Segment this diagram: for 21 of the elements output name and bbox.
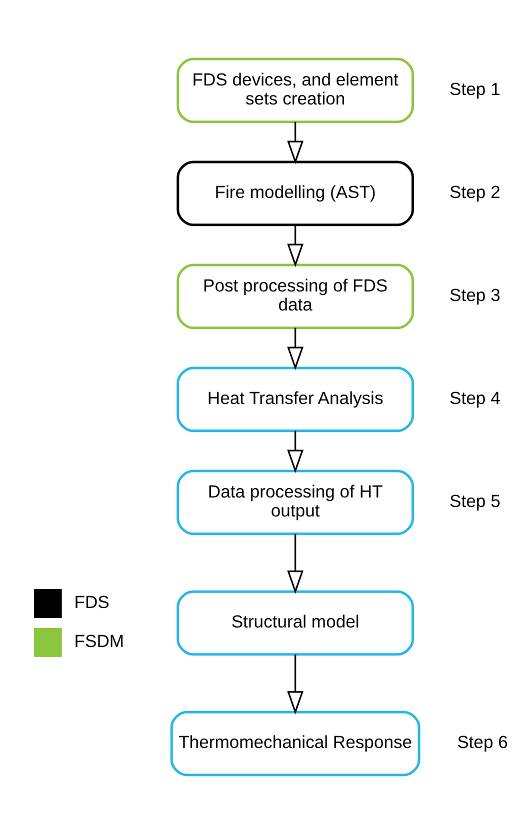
label: Step 5 xyxy=(450,491,500,512)
arrow xyxy=(287,328,304,370)
node-label: Step 4 xyxy=(450,388,500,408)
node-box: Heat Transfer Analysis xyxy=(176,366,414,432)
node-box: FDS devices, and element sets creation xyxy=(176,58,414,124)
arrow xyxy=(287,534,304,594)
legend-label: FSDM xyxy=(74,631,124,652)
arrow xyxy=(287,122,304,164)
node-label: Step 1 xyxy=(450,79,500,100)
node-box: Fire modelling (AST) xyxy=(176,160,414,226)
node-box: Data processing of HT output xyxy=(176,470,414,536)
arrow xyxy=(287,224,304,268)
arrow xyxy=(287,654,304,714)
arrow xyxy=(287,430,304,474)
node-label: Step 6 xyxy=(457,732,508,752)
node-box: Post processing of FDS data xyxy=(176,264,414,330)
node-label: Step 2 xyxy=(450,182,500,202)
node-box: Thermomechanical Response xyxy=(170,710,420,776)
node-box: Structural model xyxy=(176,590,414,656)
node-label: Step 3 xyxy=(450,285,500,306)
legend-label: FDS xyxy=(74,592,110,612)
